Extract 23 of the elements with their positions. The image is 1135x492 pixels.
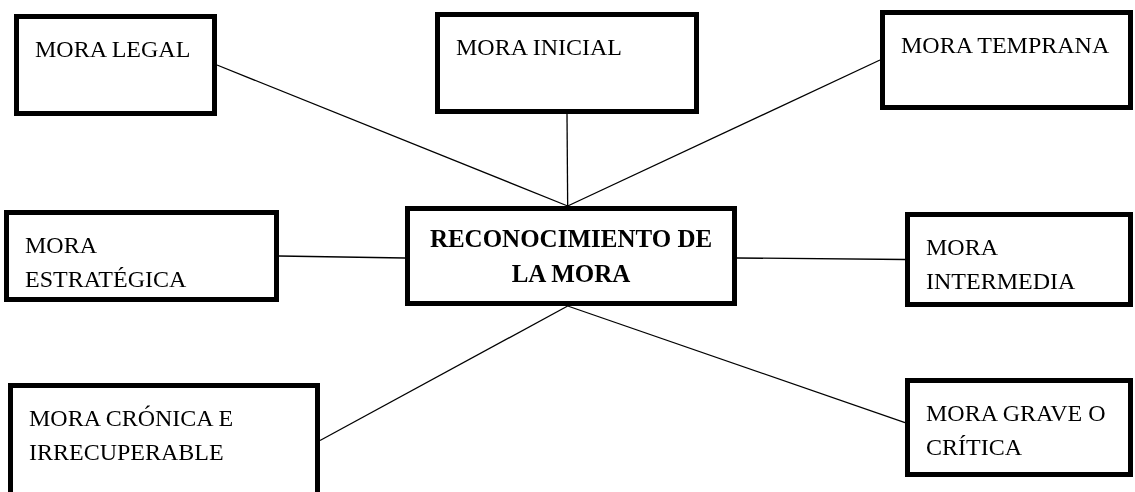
connector-line — [736, 257, 906, 261]
connector-line — [319, 305, 569, 442]
connector-line — [567, 305, 906, 424]
connector-line — [567, 59, 881, 207]
box-label: MORA INTERMEDIA — [926, 233, 1077, 296]
box-label: MORA LEGAL — [35, 35, 191, 64]
category-box — [14, 14, 217, 116]
category-box — [880, 10, 1133, 110]
box-label: MORA GRAVE O CRÍTICA — [926, 399, 1107, 462]
box-label: MORA CRÓNICA E IRRECUPERABLE — [29, 404, 235, 467]
box-label: MORA TEMPRANA — [901, 31, 1110, 60]
category-box — [8, 383, 320, 492]
box-label: MORA ESTRATÉGICA — [25, 231, 188, 294]
box-label: MORA INICIAL — [456, 33, 622, 62]
category-box — [4, 210, 279, 302]
category-box — [435, 12, 699, 114]
category-box — [905, 378, 1133, 477]
category-box — [905, 212, 1133, 307]
central-box — [405, 206, 737, 306]
connector-line — [566, 113, 569, 207]
central-title: RECONOCIMIENTO DE LA MORA — [428, 224, 714, 289]
connector-line — [278, 255, 406, 259]
connector-line — [216, 64, 569, 207]
